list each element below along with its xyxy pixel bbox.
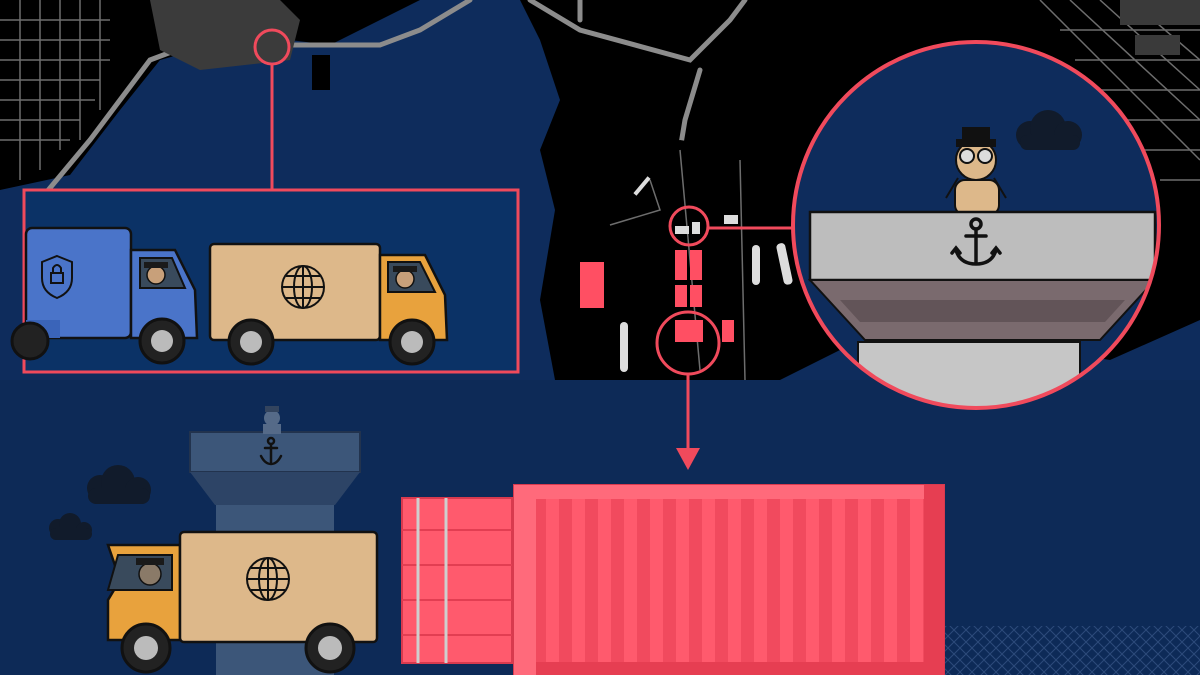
pier: [312, 55, 330, 90]
city-grid-left: [0, 0, 110, 180]
marker-circle-tower: [668, 205, 710, 247]
shipping-container: [401, 484, 945, 675]
anchor-icon-lower: [259, 436, 283, 466]
chain-link-fence: [945, 626, 1200, 675]
globe-icon: [281, 265, 325, 309]
security-truck: [10, 226, 199, 365]
cargo-truck-lower: [106, 530, 379, 674]
peninsula: [150, 0, 300, 70]
cloud-lower-2: [49, 513, 92, 540]
anchor-icon: [950, 217, 1002, 266]
cargo-truck-inset: [208, 242, 449, 366]
port-terminal: [565, 140, 793, 381]
container-door-bars: [416, 498, 448, 663]
spy-with-binoculars: [945, 127, 1007, 216]
arrow-down-icon: [676, 448, 700, 470]
spy-lower: [263, 406, 281, 434]
shield-lock-icon: [41, 254, 73, 300]
globe-icon-lower: [246, 557, 290, 601]
cloud-lower-1: [87, 465, 151, 504]
inset-trucks-panel: [10, 188, 520, 374]
city-grid-right: [1039, 0, 1200, 181]
cloud-zoom: [1016, 110, 1082, 150]
